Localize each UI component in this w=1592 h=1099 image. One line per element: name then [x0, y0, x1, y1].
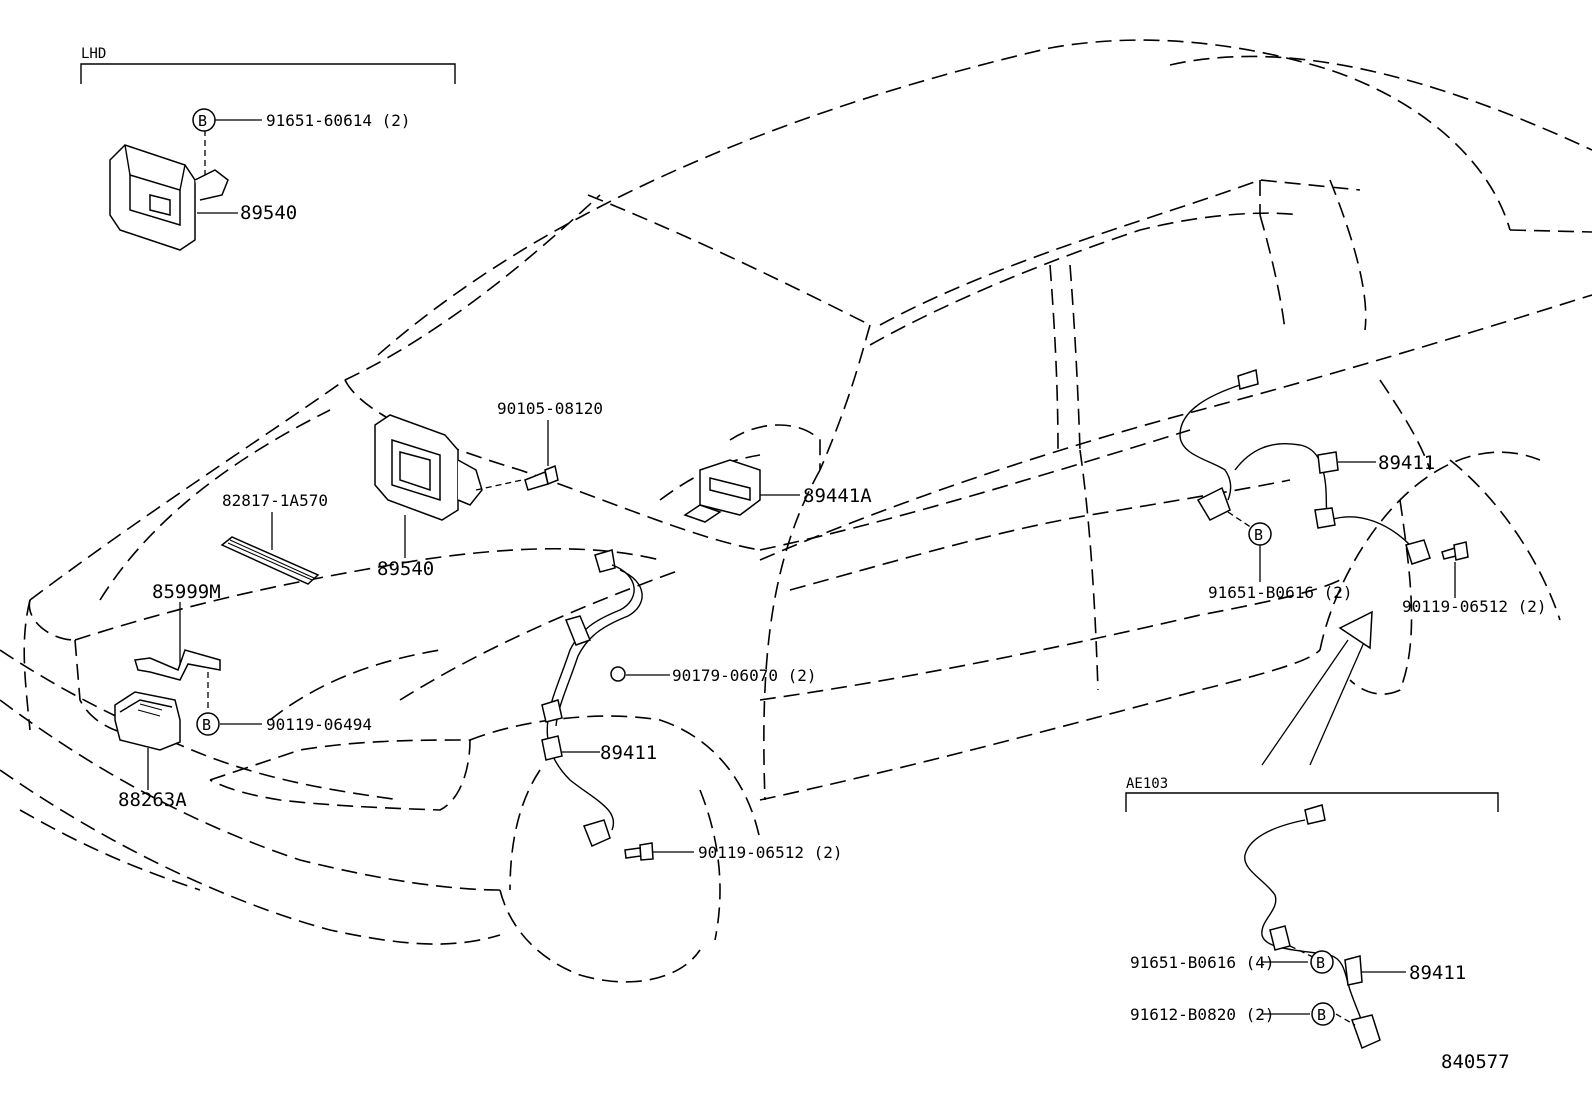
rear-speed-sensor-part	[1179, 369, 1431, 565]
ae103-section-label: AE103	[1126, 776, 1168, 792]
bubble-b-4: B	[1310, 950, 1334, 974]
bubble-b-4-letter: B	[1316, 954, 1325, 972]
lhd-section-label: LHD	[81, 46, 106, 62]
leader-lines	[147, 119, 1456, 1026]
label-91612-b0820: 91612-B0820 (2)	[1130, 1005, 1275, 1024]
label-89540-main: 89540	[377, 558, 434, 580]
bubble-b-3: B	[1248, 522, 1272, 546]
bolt-rear-part	[1441, 541, 1469, 561]
label-89411-ae: 89411	[1409, 962, 1466, 984]
label-90119-06512-rear: 90119-06512 (2)	[1402, 597, 1547, 616]
bolt-90105-part	[524, 464, 559, 491]
label-91651-b0616-rear: 91651-B0616 (2)	[1208, 583, 1353, 602]
sensor-89441a-part	[683, 459, 761, 523]
relay-88263a-part	[114, 691, 181, 751]
nut-90179-part	[610, 666, 626, 682]
label-91651-b0616-ae: 91651-B0616 (4)	[1130, 953, 1275, 972]
ae103-section: AE103	[1125, 776, 1499, 812]
label-89441a: 89441A	[803, 485, 872, 507]
bubble-b-5-letter: B	[1317, 1006, 1326, 1024]
bubble-b-2-letter: B	[202, 716, 211, 734]
abs-ecu-part	[374, 414, 483, 521]
label-90179-06070: 90179-06070 (2)	[672, 666, 817, 685]
label-85999m: 85999M	[152, 581, 221, 603]
label-88263a: 88263A	[118, 789, 187, 811]
bracket-85999m-part	[134, 649, 221, 681]
label-89411-rear: 89411	[1378, 452, 1435, 474]
ae103-speed-sensor-part	[1244, 804, 1381, 1050]
label-82817-1a570: 82817-1A570	[222, 491, 328, 510]
label-90119-06512-front: 90119-06512 (2)	[698, 843, 843, 862]
label-91651-60614: 91651-60614 (2)	[266, 111, 411, 130]
bubble-b-2: B	[196, 712, 220, 736]
car-body-outline	[0, 39, 1592, 983]
part-labels: 91651-60614 (2) 89540 90105-08120 82817-…	[118, 111, 1547, 1073]
abs-ecu-lhd-part	[109, 144, 229, 251]
label-90105-08120: 90105-08120	[497, 399, 603, 418]
front-speed-sensor-part	[541, 549, 643, 848]
bolt-front-part	[624, 842, 654, 861]
bubble-b-5: B	[1311, 1002, 1335, 1026]
label-89411-front: 89411	[600, 742, 657, 764]
bubble-b-1-letter: B	[198, 112, 207, 130]
wire-seal-part	[220, 536, 320, 585]
label-89540-lhd: 89540	[240, 202, 297, 224]
bubble-b-3-letter: B	[1254, 526, 1263, 544]
bubble-b-1: B	[192, 108, 216, 132]
label-90119-06494: 90119-06494	[266, 715, 372, 734]
diagram-id: 840577	[1441, 1051, 1510, 1073]
lhd-section: LHD	[80, 46, 456, 84]
